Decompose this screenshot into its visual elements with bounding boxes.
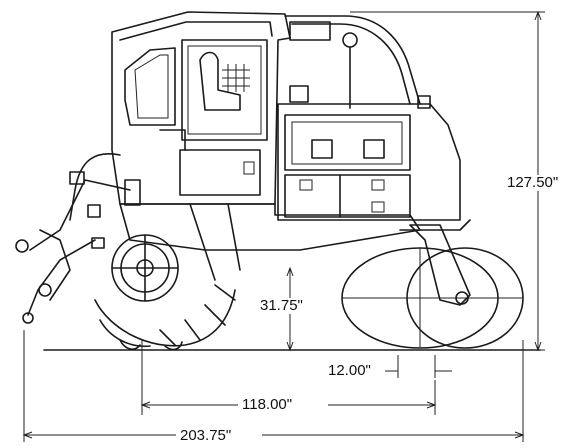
overall-height-label: 127.50" [505,174,561,191]
rear-offset-label: 12.00" [326,362,373,379]
front-drum [94,234,236,351]
roll-bar [284,15,421,105]
rear-drum [341,219,524,349]
chassis [119,203,421,251]
engine-compartment [277,85,461,221]
dimension-lines [22,10,545,442]
overall-length-label: 203.75" [178,427,234,444]
cab [111,11,291,205]
front-attachment [15,153,141,324]
wheelbase-label: 118.00" [240,396,295,413]
ground-clearance-label: 31.75" [258,297,305,314]
